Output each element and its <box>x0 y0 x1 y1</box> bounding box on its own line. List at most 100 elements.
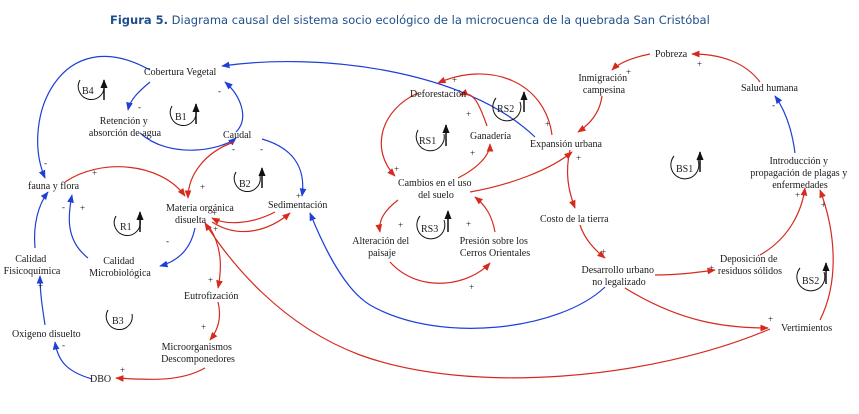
loop-label-b1: B1 <box>175 112 187 123</box>
figure-label: Figura 5. <box>110 13 169 27</box>
loop-b4: B4 <box>77 79 108 101</box>
sign-desarrollo-deposicion: + <box>709 263 714 273</box>
link-cobertura-fauna <box>37 55 151 179</box>
sign-salud-pobreza: + <box>697 59 702 69</box>
sign-cobertura-fauna: - <box>44 158 47 168</box>
sign-microorganismos-dbo: + <box>120 365 125 375</box>
loop-label-rs1: RS1 <box>419 136 436 147</box>
sign-desarrollo-vertimientos: + <box>768 314 773 324</box>
link-deforestacion-cambios <box>380 92 419 177</box>
node-inmigracion: Inmigración campesina <box>578 73 629 96</box>
loop-b3: B3 <box>105 309 133 331</box>
sign-retencion-caudal: - <box>232 144 235 154</box>
loop-label-rs3: RS3 <box>421 224 438 235</box>
link-vertimientos-introduccion <box>819 189 834 321</box>
loop-b1: B1 <box>169 103 200 127</box>
node-microorganismos: Microorganismos Descomponedores <box>161 342 235 365</box>
link-alteracion-presion <box>389 261 491 284</box>
loop-label-bs2: BS2 <box>802 276 819 287</box>
figure-title: Diagrama causal del sistema socio ecológ… <box>168 13 710 27</box>
node-presion-cerros: Presión sobre los Cerros Orientales <box>460 236 531 259</box>
link-cobertura-retencion <box>126 81 151 111</box>
sign-eutrofizacion-microorganismos: + <box>201 322 206 332</box>
node-calidad-microbiologica: Calidad Microbiológica <box>89 256 151 279</box>
sign-ganaderia-deforestacion: + <box>466 109 471 119</box>
link-salud-pobreza <box>691 50 761 83</box>
link-materia-eutrofizacion <box>209 227 223 289</box>
link-introduccion-salud <box>774 95 796 154</box>
node-eutrofizacion: Eutrofización <box>184 291 238 302</box>
sign-costo-desarrollo: + <box>601 247 606 257</box>
sign-microbiologica-fauna: - <box>62 202 65 212</box>
link-eutrofizacion-microorganismos <box>209 301 221 341</box>
link-fauna-materia <box>64 166 186 197</box>
node-dbo: DBO <box>90 374 111 385</box>
node-introduccion-plagas: Introducción y propagación de plagas y e… <box>750 156 849 191</box>
link-inmigracion-expansion <box>577 95 603 133</box>
sign-dbo-oxigeno: - <box>62 340 65 350</box>
link-calidadfq-fauna <box>33 191 49 249</box>
link-desarrollo-deposicion <box>654 267 716 276</box>
link-expansion-cobertura <box>221 60 536 138</box>
link-materia-microbiologica <box>159 227 196 268</box>
sign-alteracion-presion: + <box>469 282 474 292</box>
node-fauna-flora: fauna y flora <box>28 181 80 192</box>
sign-vertimientos-introduccion: + <box>821 200 826 210</box>
node-cambios-uso-suelo: Cambios en el uso del suelo <box>398 178 474 201</box>
node-salud-humana: Salud humana <box>741 83 798 94</box>
loop-label-bs1: BS1 <box>676 164 693 175</box>
node-calidad-fisicoquimica: Calidad Fisicoquímica <box>4 254 61 277</box>
sign-materia-sedimentacion: + <box>213 224 218 234</box>
sign-cambios-ganaderia: + <box>470 148 475 158</box>
link-cambios-expansion <box>469 151 573 193</box>
sign-deforestacion-cambios: + <box>394 164 399 174</box>
node-desarrollo-urbano: Desarrollo urbano no legalizado <box>582 265 657 288</box>
sign-cambios-alteracion: + <box>398 220 403 230</box>
loop-rs3: RS3 <box>416 210 452 240</box>
node-caudal: Caudal <box>223 130 252 141</box>
link-cambios-ganaderia <box>457 143 494 179</box>
sign-introduccion-salud: - <box>772 100 775 110</box>
sign-cobertura-retencion: - <box>138 102 141 112</box>
link-expansion-deforestacion <box>437 73 553 136</box>
link-dbo-oxigeno <box>52 341 93 380</box>
loop-bs1: BS1 <box>670 151 704 180</box>
link-caudal-materia <box>184 141 235 199</box>
link-microorganismos-dbo <box>115 367 206 382</box>
node-alteracion-paisaje: Alteración del paisaje <box>352 236 411 259</box>
link-desarrollo-vertimientos <box>624 287 769 332</box>
link-desarrollo-sedimentacion <box>309 212 606 329</box>
link-pobreza-inmigracion <box>611 53 651 71</box>
sign-materia-eutrofizacion: + <box>208 275 213 285</box>
link-expansion-costo <box>566 149 576 209</box>
sign-fauna-materia: + <box>92 168 97 178</box>
node-costo-tierra: Costo de la tierra <box>540 214 609 225</box>
loop-b2: B2 <box>233 167 266 193</box>
link-sedimentacion-materia <box>211 211 276 225</box>
node-pobreza: Pobreza <box>655 49 688 60</box>
sign-deposicion-introduccion: + <box>795 190 800 200</box>
loop-label-b2: B2 <box>239 179 251 190</box>
sign-presion-cambios: + <box>466 219 471 229</box>
loop-bs2: BS2 <box>796 262 830 292</box>
link-ganaderia-deforestacion <box>459 88 488 127</box>
node-vertimientos: Vertimientos <box>781 323 832 334</box>
link-caudal-sedimentacion <box>261 138 307 197</box>
sign-sedimentacion-materia: + <box>212 208 217 218</box>
sign-caudal-cobertura: - <box>218 86 221 96</box>
node-cobertura-vegetal: Cobertura Vegetal <box>144 67 217 78</box>
loop-rs1: RS1 <box>415 124 450 152</box>
link-deposicion-introduccion <box>759 187 808 256</box>
link-vertimientos-materia <box>204 222 771 379</box>
sign-materia-microbiologica: - <box>166 236 169 246</box>
sign-caudal-materia: + <box>200 182 205 192</box>
link-costo-desarrollo <box>579 224 606 259</box>
node-deposicion-residuos: Deposición de residuos sólidos <box>718 254 782 277</box>
loop-label-b3: B3 <box>112 316 124 327</box>
node-ganaderia: Ganadería <box>470 131 512 142</box>
link-microbiologica-fauna <box>67 194 89 259</box>
node-expansion-urbana: Expansión urbana <box>530 139 602 150</box>
sign-sedimentacion-top: + <box>296 191 301 201</box>
loop-rs2: RS2 <box>492 91 528 122</box>
